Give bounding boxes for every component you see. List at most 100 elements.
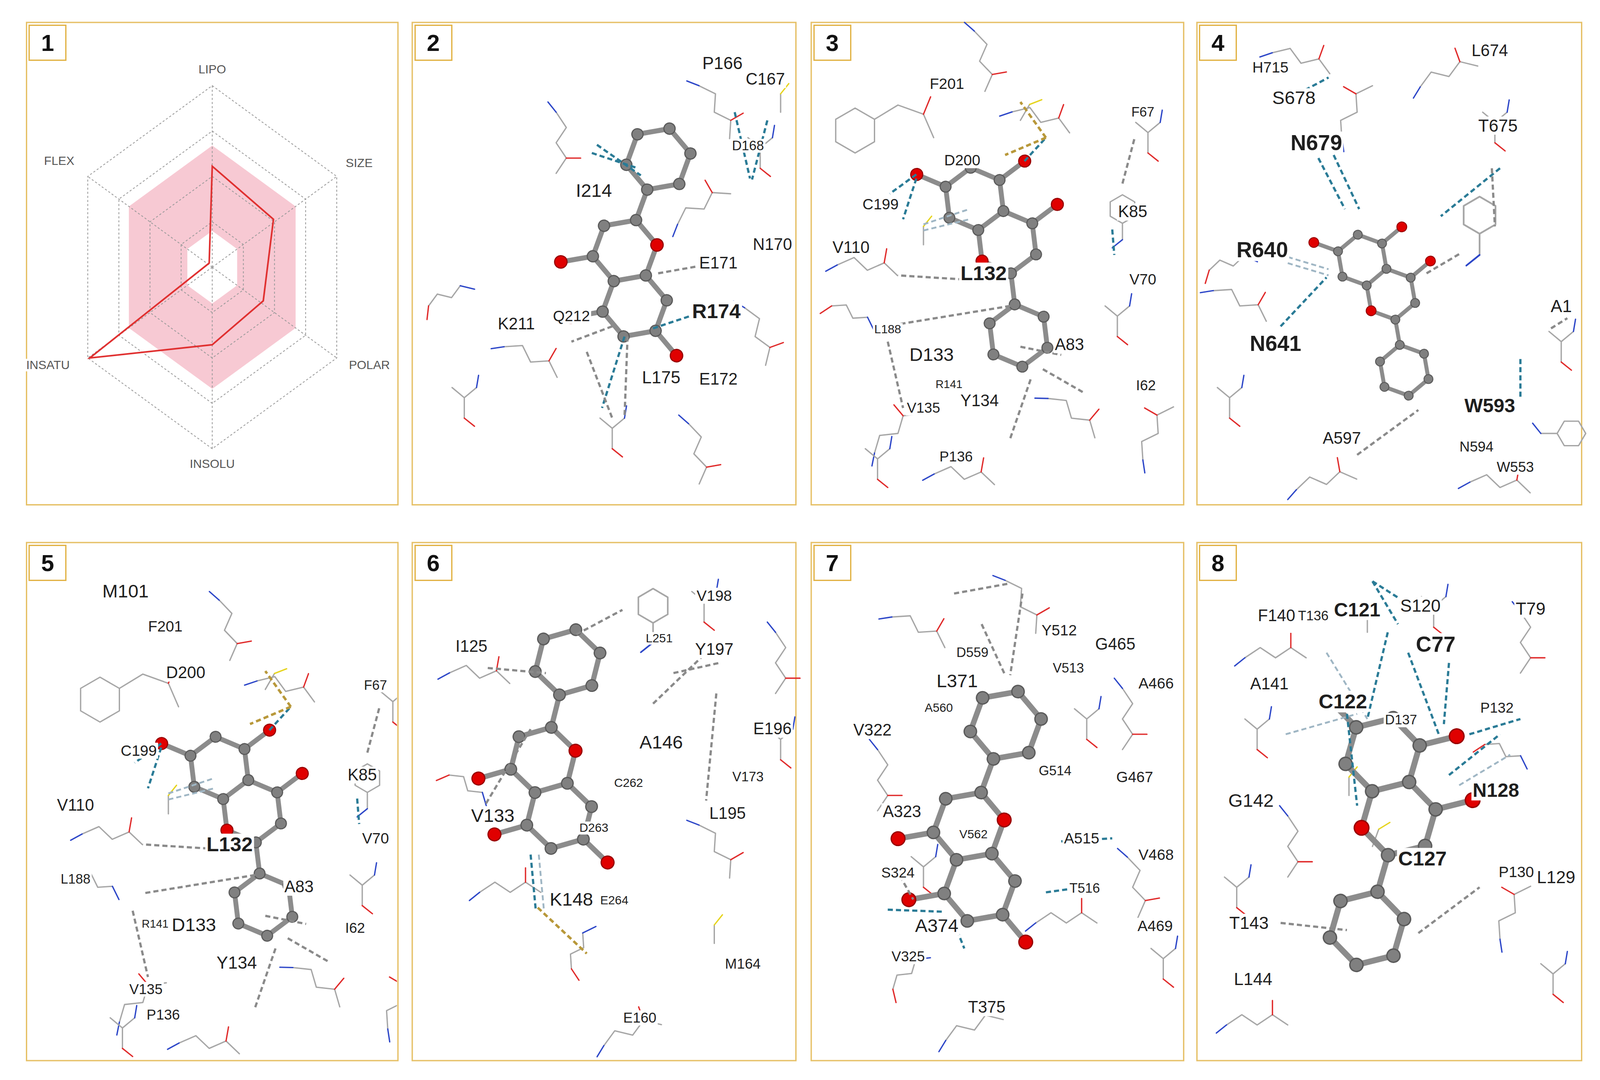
residue-label: K148: [548, 889, 595, 910]
residue-label: L188: [872, 322, 903, 336]
residue-label: T516: [1068, 881, 1102, 896]
residue-label: D133: [907, 345, 955, 365]
panel-3-art: [820, 16, 1181, 494]
residue-label: T675: [1476, 116, 1519, 135]
axis-label: INSOLU: [188, 457, 236, 471]
residue-label: F201: [928, 75, 966, 92]
radar-chart: [87, 85, 337, 449]
panel-8-art: [1216, 581, 1568, 1034]
residue-label: A466: [1137, 675, 1176, 692]
residue-label: V110: [831, 239, 871, 257]
residue-label: R174: [690, 300, 742, 322]
panel-number-box: 7: [813, 544, 852, 582]
axis-label: INSATU: [25, 358, 72, 372]
residue-label: A323: [881, 803, 923, 821]
residue-label: K211: [496, 315, 537, 333]
residue-label: C77: [1414, 633, 1458, 657]
panel-number: 7: [825, 551, 839, 575]
residue-label: W593: [1463, 395, 1517, 417]
panel-number-box: 4: [1198, 24, 1237, 61]
residue-label: L195: [708, 805, 748, 823]
residue-label: N679: [1289, 131, 1344, 155]
residue-label: C199: [119, 743, 159, 759]
residue-label: P130: [1497, 864, 1536, 881]
residue-label: N128: [1471, 780, 1521, 801]
residue-label: L188: [59, 872, 92, 887]
residue-label: Q212: [551, 308, 592, 325]
residue-label: A83: [283, 879, 316, 897]
residue-label: A515: [1062, 830, 1101, 847]
residue-label: G465: [1094, 635, 1137, 654]
residue-label: E172: [698, 370, 740, 389]
residue-label: L144: [1232, 970, 1274, 989]
residue-label: L132: [959, 262, 1009, 285]
panel-number: 1: [41, 31, 54, 55]
residue-label: K85: [346, 766, 379, 785]
residue-label: A141: [1249, 675, 1291, 693]
residue-label: L132: [205, 834, 254, 856]
residue-label: A146: [638, 732, 684, 753]
residue-label: T143: [1227, 913, 1270, 933]
panel-6-art: [436, 579, 800, 1057]
residue-label: C262: [612, 777, 645, 790]
axis-label: FLEX: [42, 154, 76, 168]
residue-label: Y197: [693, 641, 735, 659]
residue-label: K85: [1116, 203, 1149, 221]
residue-label: W553: [1495, 459, 1536, 475]
residue-label: C167: [744, 70, 787, 89]
residue-label: E160: [621, 1010, 658, 1026]
residue-label: P136: [938, 449, 974, 465]
panel-5-art: [65, 585, 398, 1060]
residue-label: R141: [140, 918, 170, 930]
axis-label: SIZE: [344, 156, 374, 170]
residue-label: R141: [934, 378, 964, 391]
panel-number-box: 3: [813, 24, 852, 61]
residue-label: V198: [695, 587, 734, 604]
panel-7-art: [868, 559, 1178, 1053]
residue-label: N641: [1248, 332, 1303, 356]
panel-number-box: 6: [414, 544, 453, 582]
residue-label: I125: [454, 638, 489, 656]
residue-label: D168: [730, 139, 766, 154]
residue-label: F67: [1129, 105, 1156, 120]
residue-label: A560: [923, 701, 955, 715]
residue-label: N594: [1458, 439, 1496, 455]
residue-label: T136: [1296, 609, 1331, 624]
residue-label: V562: [958, 828, 989, 841]
residue-label: Y512: [1040, 622, 1079, 639]
residue-label: A1: [1549, 297, 1574, 316]
residue-label: L251: [644, 632, 674, 645]
residue-label: G467: [1114, 769, 1155, 786]
residue-label: M164: [723, 956, 763, 972]
residue-label: I62: [1134, 378, 1158, 394]
residue-label: V468: [1137, 846, 1176, 863]
axis-label: LIPO: [197, 63, 228, 76]
residue-label: D263: [578, 822, 610, 835]
residue-label: C199: [861, 196, 901, 212]
residue-label: P166: [701, 53, 744, 73]
residue-label: H715: [1251, 59, 1291, 76]
residue-label: A597: [1321, 430, 1363, 448]
residue-label: L371: [935, 671, 980, 692]
panel-4-art: [1200, 26, 1586, 501]
residue-label: D200: [164, 664, 207, 682]
residue-label: R640: [1235, 238, 1290, 262]
panel-2-art: [420, 64, 789, 486]
panel-frames: [26, 22, 1582, 1061]
residue-label: V110: [55, 797, 96, 815]
residue-label: S324: [879, 865, 916, 881]
residue-label: C122: [1317, 691, 1369, 713]
axis-label: POLAR: [347, 358, 392, 372]
residue-label: V173: [730, 770, 765, 785]
panel-number: 6: [426, 551, 440, 575]
residue-label: V70: [1128, 271, 1158, 288]
residue-label: N170: [751, 236, 794, 254]
residue-label: Y134: [215, 953, 259, 972]
residue-label: Y134: [959, 392, 1001, 410]
residue-label: E171: [698, 254, 740, 272]
panel-number-box: 8: [1198, 544, 1237, 582]
residue-label: D133: [170, 915, 218, 935]
residue-label: V133: [469, 806, 516, 826]
residue-label: T79: [1514, 599, 1547, 618]
